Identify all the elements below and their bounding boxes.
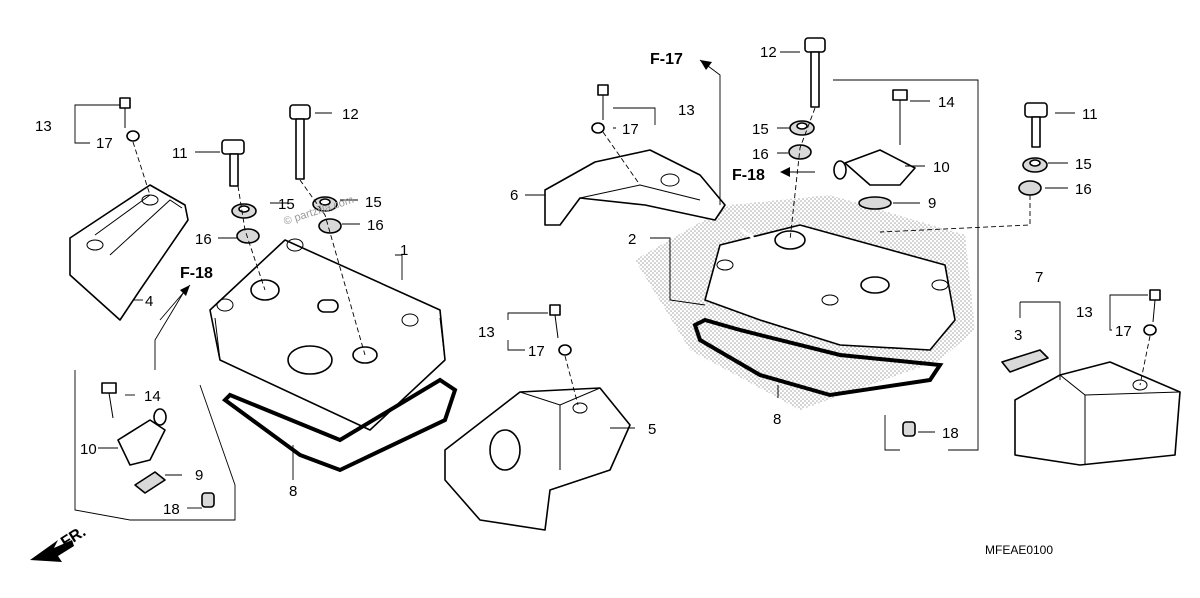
- front-direction-arrow: [30, 540, 74, 562]
- right-seal-9: [858, 196, 892, 210]
- label-part-14-left: 14: [144, 388, 161, 405]
- right-washer-17: [591, 122, 605, 134]
- left-bolt-11: [221, 139, 245, 187]
- label-part-11-left: 11: [172, 145, 188, 162]
- right-washer-16: [788, 144, 812, 160]
- ref-f18-left: F-18: [180, 265, 213, 282]
- label-part-18-right: 18: [942, 425, 959, 442]
- center-bolt-13: [549, 304, 561, 339]
- far-right-washer-17: [1143, 324, 1157, 336]
- left-bolt-13: [119, 97, 131, 128]
- left-washer-16a: [236, 228, 260, 244]
- right-side-cover-7: [1014, 361, 1181, 466]
- label-part-12-right: 12: [760, 44, 777, 61]
- label-part-13-a: 13: [35, 118, 52, 135]
- right-cylinder-head-cover-2: [635, 195, 975, 410]
- label-part-15-b: 15: [365, 194, 382, 211]
- far-right-bolt-13: [1149, 289, 1161, 323]
- left-washer-16b: [318, 218, 342, 234]
- right-plug-18: [902, 421, 916, 437]
- far-right-washer-15: [1022, 157, 1048, 173]
- label-part-16-d: 16: [1075, 181, 1092, 198]
- label-part-15-c: 15: [752, 121, 769, 138]
- label-part-8-right: 8: [773, 411, 781, 428]
- left-bolt-12: [289, 104, 311, 180]
- label-part-17-b: 17: [528, 343, 545, 360]
- right-washer-15: [789, 120, 815, 136]
- left-gasket-8: [221, 377, 458, 473]
- right-top-cover-6: [544, 149, 726, 226]
- label-part-11-right: 11: [1082, 106, 1098, 123]
- left-washer-15a: [231, 203, 257, 219]
- left-cylinder-head-cover-1: [209, 238, 446, 431]
- label-part-18-left: 18: [163, 501, 180, 518]
- ref-f18-right: F-18: [732, 167, 765, 184]
- label-part-10-right: 10: [933, 159, 950, 176]
- right-bolt-12: [804, 37, 826, 108]
- label-part-16-c: 16: [752, 146, 769, 163]
- left-bolt-14: [101, 382, 117, 419]
- label-part-13-b: 13: [478, 324, 495, 341]
- label-part-10-left: 10: [80, 441, 97, 458]
- diagram-code: MFEAE0100: [985, 543, 1053, 557]
- label-part-9-left: 9: [195, 467, 203, 484]
- label-part-3: 3: [1014, 327, 1022, 344]
- label-part-9-right: 9: [928, 195, 936, 212]
- label-part-7: 7: [1035, 269, 1043, 286]
- label-part-5: 5: [648, 421, 656, 438]
- right-bolt-13: [597, 84, 609, 120]
- right-pcv-joint-10: [833, 149, 916, 186]
- right-bolt-14: [892, 89, 908, 145]
- label-part-14-right: 14: [938, 94, 955, 111]
- label-part-13-d: 13: [1076, 304, 1093, 321]
- label-part-17-a: 17: [96, 135, 113, 152]
- left-side-cover-4: [69, 184, 189, 321]
- label-part-17-c: 17: [622, 121, 639, 138]
- label-part-6: 6: [510, 187, 518, 204]
- rubber-pad-3: [1001, 349, 1049, 373]
- label-part-12-left: 12: [342, 106, 359, 123]
- far-right-bolt-11: [1024, 102, 1048, 148]
- center-side-cover-5: [444, 387, 631, 531]
- left-seal-9: [134, 471, 166, 494]
- far-right-washer-16: [1018, 180, 1042, 196]
- right-gasket-8: [692, 317, 944, 398]
- left-washer-15b: [312, 196, 338, 212]
- label-part-16-a: 16: [195, 231, 212, 248]
- label-part-17-d: 17: [1115, 323, 1132, 340]
- label-part-13-c: 13: [678, 102, 695, 119]
- left-plug-18: [201, 492, 215, 508]
- label-part-15-d: 15: [1075, 156, 1092, 173]
- label-part-15-a: 15: [278, 196, 295, 213]
- label-part-2: 2: [628, 231, 636, 248]
- left-pcv-joint-10: [117, 408, 167, 466]
- label-part-4: 4: [145, 293, 153, 310]
- label-part-8-left: 8: [289, 483, 297, 500]
- ref-f17: F-17: [650, 51, 683, 68]
- label-part-16-b: 16: [367, 217, 384, 234]
- label-part-1: 1: [400, 242, 408, 259]
- left-washer-17: [126, 130, 140, 142]
- center-washer-17: [558, 344, 572, 356]
